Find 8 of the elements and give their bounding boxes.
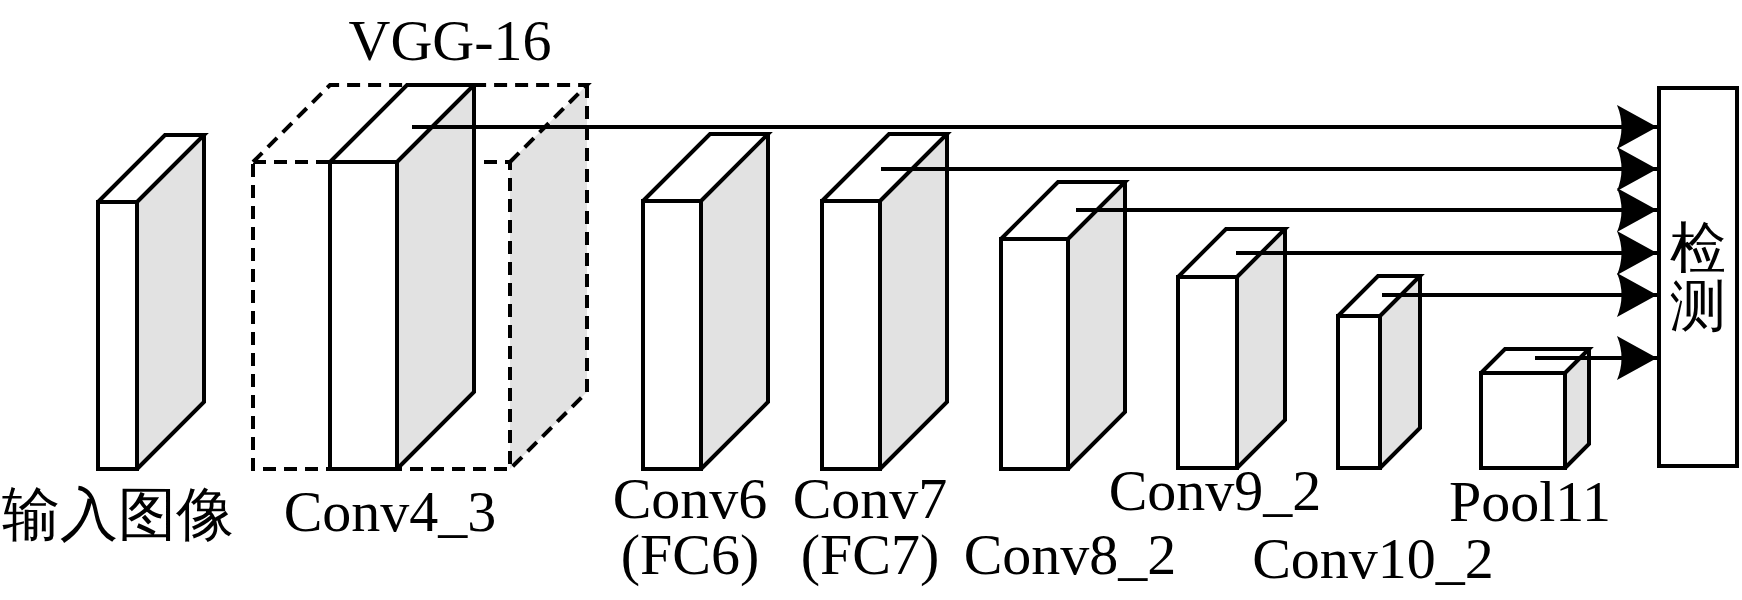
output-box: 检测 — [1657, 86, 1739, 468]
layer-label: Conv10_2 — [1252, 531, 1494, 587]
layer-label: Conv9_2 — [1108, 463, 1322, 519]
layer-label: Pool11 — [1448, 474, 1612, 530]
layer-label: Conv4_3 — [283, 484, 497, 540]
group-label: VGG-16 — [348, 13, 552, 69]
layer-label: Conv8_2 — [963, 527, 1177, 583]
input-label: 输入图像 — [2, 487, 234, 543]
